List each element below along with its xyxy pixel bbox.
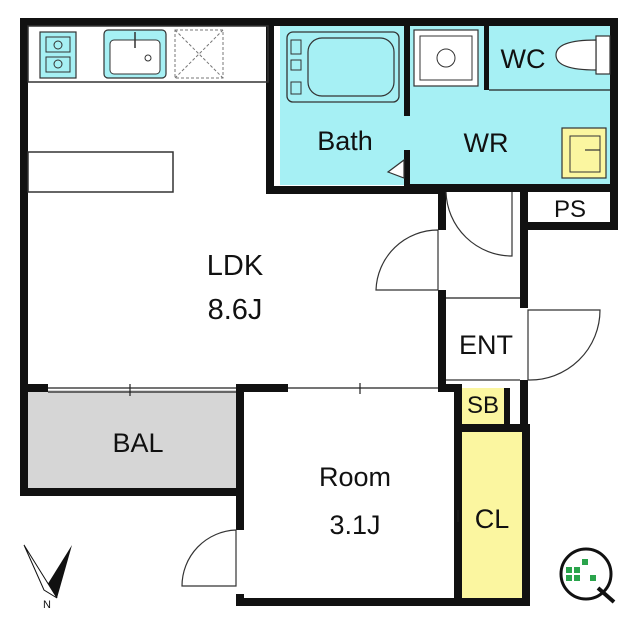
- island-counter: [27, 151, 174, 193]
- sb-floor: [462, 388, 504, 424]
- thin-lines: [48, 89, 610, 522]
- balcony-floor: [27, 390, 240, 496]
- sb-label: SB: [466, 392, 499, 419]
- cl-label: CL: [474, 504, 510, 534]
- bathtub-icon: [286, 31, 400, 103]
- stove-icon: [39, 31, 77, 79]
- walls: [20, 18, 618, 606]
- bal-label: BAL: [112, 428, 164, 458]
- compass-north-label: N: [43, 599, 51, 611]
- doors: [181, 158, 601, 587]
- compass-icon: [23, 544, 72, 599]
- ps-label: PS: [553, 196, 586, 223]
- ldk-size: 8.6J: [207, 294, 263, 326]
- wr-label: WR: [463, 128, 509, 158]
- ent-label: ENT: [459, 330, 513, 360]
- washbasin-icon: [561, 127, 607, 179]
- sink-icon: [103, 29, 167, 79]
- bath-label: Bath: [317, 126, 373, 156]
- toilet-icon: [555, 35, 611, 75]
- fridge-space-icon: [174, 29, 224, 79]
- room-size: 3.1J: [329, 510, 381, 540]
- closet-floor: [460, 432, 522, 600]
- washing-machine-icon: [413, 29, 479, 87]
- kitchen-counter: [27, 25, 269, 83]
- company-logo-icon: [559, 547, 616, 604]
- ldk-label: LDK: [206, 250, 264, 282]
- wc-label: WC: [500, 44, 546, 74]
- room-label: Room: [318, 462, 392, 492]
